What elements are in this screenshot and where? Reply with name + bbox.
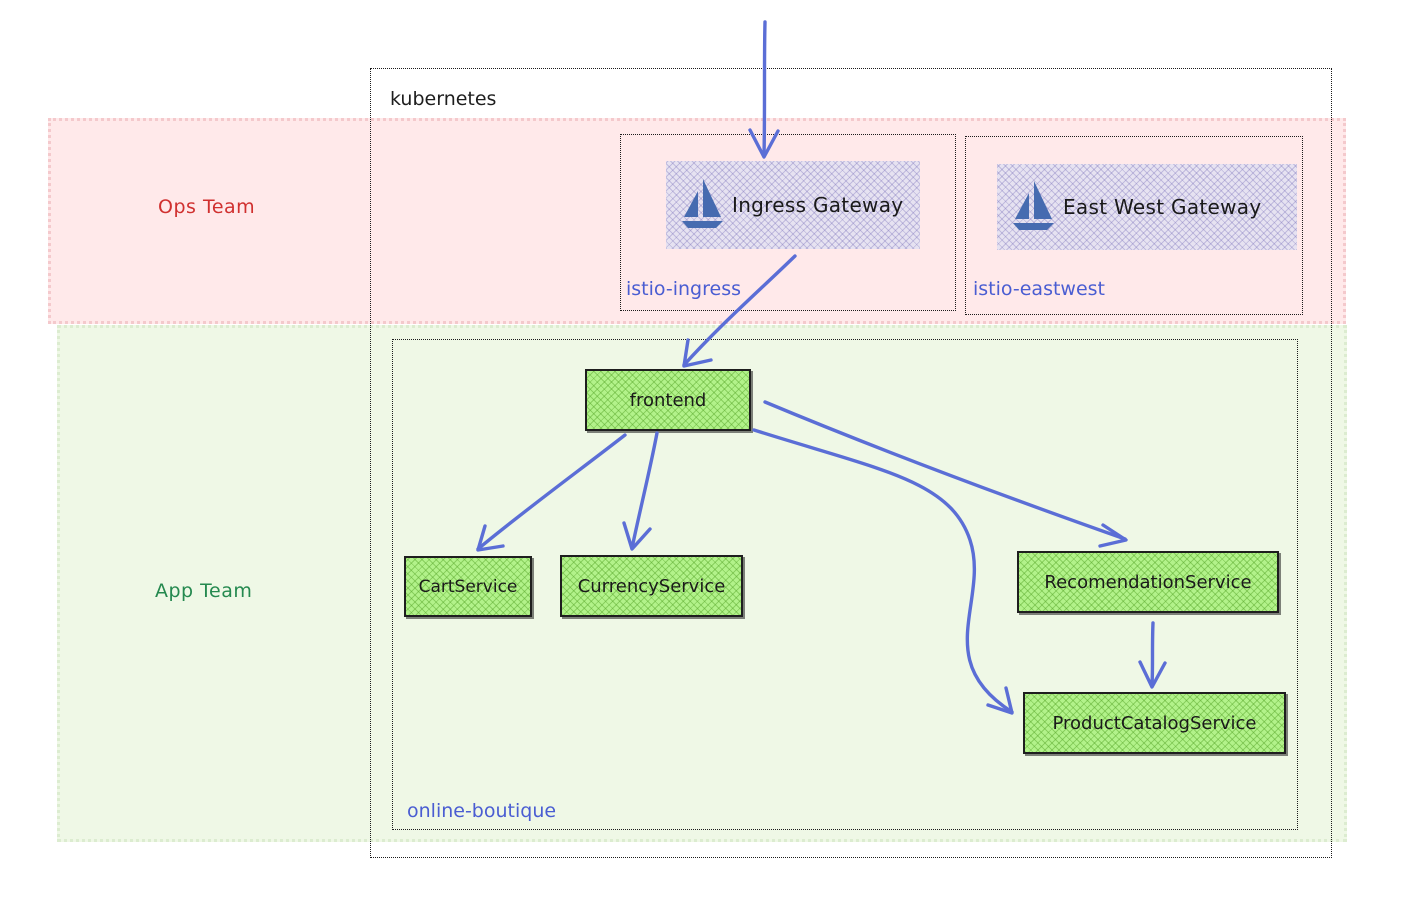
cart-service-node[interactable]: CartService bbox=[404, 556, 532, 617]
kubernetes-cluster-box bbox=[370, 68, 1332, 858]
currency-service-node[interactable]: CurrencyService bbox=[560, 555, 743, 617]
east-west-gateway-node[interactable]: East West Gateway bbox=[997, 164, 1297, 250]
ops-team-label: Ops Team bbox=[158, 196, 256, 218]
recommendation-service-node[interactable]: RecomendationService bbox=[1017, 551, 1279, 613]
ingress-gateway-label: Ingress Gateway bbox=[732, 193, 904, 217]
ingress-gateway-node[interactable]: Ingress Gateway bbox=[666, 161, 920, 249]
east-west-gateway-label: East West Gateway bbox=[1063, 195, 1262, 219]
istio-sail-icon bbox=[1013, 181, 1054, 230]
istio-eastwest-namespace-label: istio-eastwest bbox=[973, 278, 1105, 300]
kubernetes-label: kubernetes bbox=[390, 88, 497, 110]
product-catalog-service-node[interactable]: ProductCatalogService bbox=[1023, 692, 1286, 754]
app-team-label: App Team bbox=[155, 580, 253, 602]
istio-sail-icon bbox=[682, 179, 723, 228]
online-boutique-namespace-box bbox=[392, 339, 1298, 830]
online-boutique-namespace-label: online-boutique bbox=[407, 800, 557, 822]
frontend-service-node[interactable]: frontend bbox=[585, 369, 751, 431]
istio-eastwest-namespace-box bbox=[965, 136, 1303, 315]
istio-ingress-namespace-label: istio-ingress bbox=[626, 278, 742, 300]
